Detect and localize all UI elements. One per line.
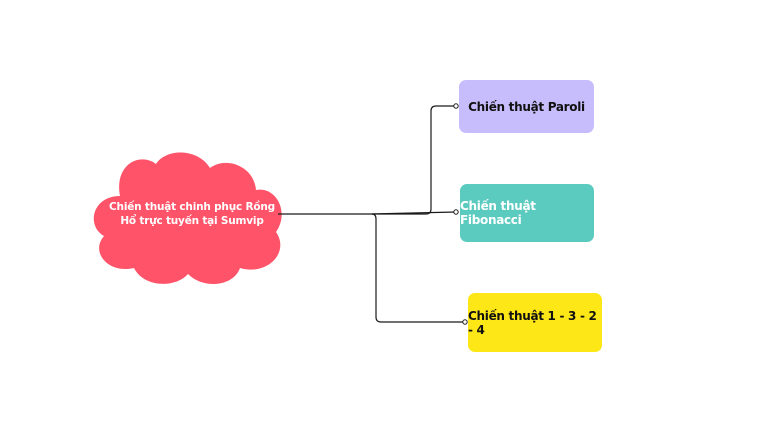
connector-to-fibonacci <box>371 211 457 215</box>
branch-node-1324[interactable]: Chiến thuật 1 - 3 - 2 - 4 <box>468 293 602 352</box>
branch-label-paroli: Chiến thuật Paroli <box>468 99 585 114</box>
connector-end-dot-paroli <box>453 103 459 109</box>
connector-end-dot-fibonacci <box>453 209 459 215</box>
connector-end-dot-1324 <box>462 319 468 325</box>
connector-to-paroli <box>278 105 456 215</box>
central-cloud-shape[interactable] <box>93 152 282 285</box>
branch-label-1324: Chiến thuật 1 - 3 - 2 - 4 <box>468 308 597 337</box>
branch-label-fibonacci: Chiến thuật Fibonacci <box>460 199 536 227</box>
branch-node-paroli[interactable]: Chiến thuật Paroli <box>459 80 594 133</box>
branch-node-fibonacci[interactable]: Chiến thuật Fibonacci <box>460 184 594 242</box>
central-topic-label: Chiến thuật chinh phục Rồng Hổ trực tuyế… <box>109 201 275 227</box>
connector-to-1324 <box>371 213 465 323</box>
